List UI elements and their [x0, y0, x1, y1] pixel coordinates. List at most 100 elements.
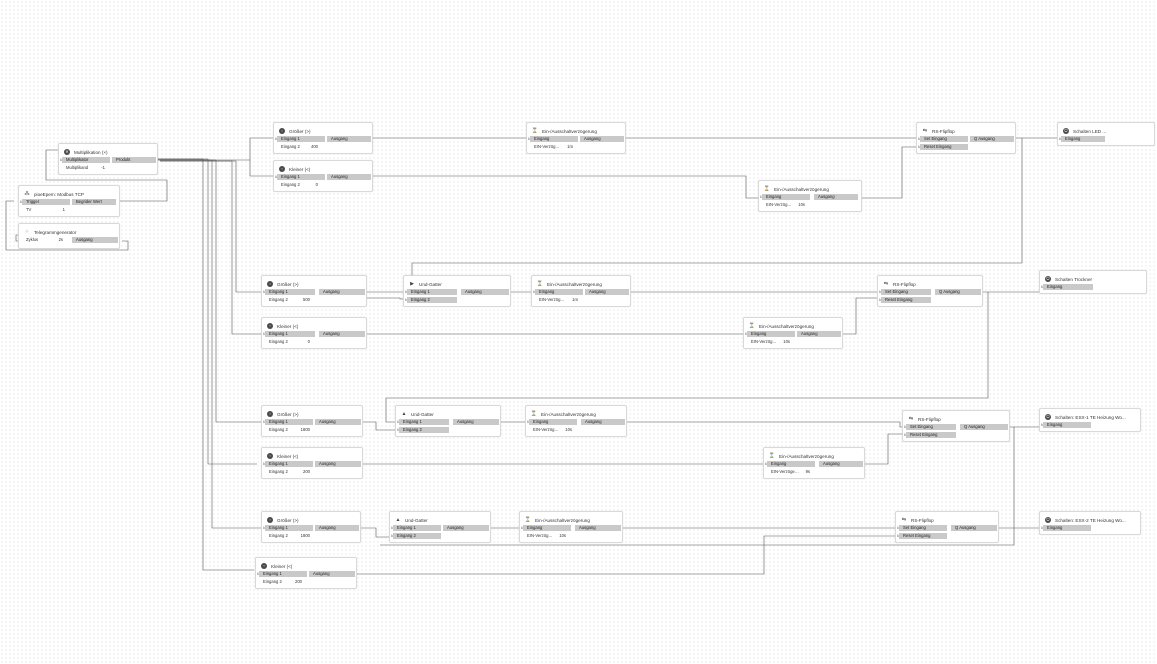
node-switch[interactable]: ⏻Schalten LED ... ⊳Eingang	[1057, 122, 1155, 146]
input-port[interactable]: Eingang	[535, 289, 583, 295]
node-delay[interactable]: ⌛Ein-/Ausschaltverzögerung ⊳EingangAusga…	[519, 511, 623, 543]
input-port[interactable]: Eingang 1	[277, 136, 325, 142]
output-port[interactable]: Begrider Wert	[72, 199, 116, 205]
input-port[interactable]: Eingang 2	[269, 339, 288, 344]
output-port[interactable]: Ausgang	[585, 289, 629, 295]
input-port[interactable]: Eingang 1	[393, 525, 441, 531]
input-port[interactable]: Reset Eingang	[899, 533, 947, 539]
input-port[interactable]: Eingang	[1043, 284, 1093, 290]
output-port[interactable]: Ausgang	[315, 419, 361, 425]
node-delay[interactable]: ⌛Ein-/Ausschaltverzögerung ⊳EingangAusga…	[763, 447, 865, 479]
node-switch[interactable]: ⏻Schalten Trockner ⊳Eingang	[1039, 270, 1147, 294]
output-port[interactable]: Q Ausgang	[951, 525, 997, 531]
output-port[interactable]: Ausgang	[443, 525, 489, 531]
input-port[interactable]: Zyklus	[26, 237, 39, 242]
output-port[interactable]: Ausgang	[575, 525, 621, 531]
input-port[interactable]: Set Eingang	[906, 424, 956, 430]
input-port[interactable]: Reset Eingang	[906, 432, 956, 438]
input-port[interactable]: Eingang	[523, 525, 571, 531]
input-port[interactable]: EIN-Verzög…	[539, 297, 565, 302]
input-port[interactable]: Eingang	[767, 461, 815, 467]
output-port[interactable]: Ausgang	[309, 571, 355, 577]
input-port[interactable]: Eingang 1	[399, 419, 449, 425]
output-port[interactable]: Ausgang	[797, 331, 841, 337]
input-port[interactable]: Multiplikand	[66, 165, 89, 170]
input-port[interactable]: Eingang	[529, 419, 577, 425]
input-port[interactable]: Eingang	[762, 194, 810, 200]
output-port[interactable]: Ausgang	[580, 136, 624, 142]
node-delay[interactable]: ⌛Ein-/Ausschaltverzögerung ⊳EingangAusga…	[531, 275, 631, 307]
input-port[interactable]: TV	[26, 207, 32, 212]
input-port[interactable]: Eingang 2	[407, 297, 457, 303]
node-multiplication[interactable]: ✕Multiplikation (×) ⊳MultiplikatorProduk…	[58, 143, 158, 175]
input-port[interactable]: Set Eingang	[899, 525, 947, 531]
input-port[interactable]: Eingang 2	[281, 144, 300, 149]
output-port[interactable]: Ausgang	[319, 289, 365, 295]
input-port[interactable]: EIN-Verzög…	[533, 427, 559, 432]
input-port[interactable]: Set Eingang	[920, 136, 968, 142]
input-port[interactable]: Eingang 1	[265, 461, 313, 467]
input-port[interactable]: Eingang 2	[263, 579, 282, 584]
input-port[interactable]: EIN-Verzög…	[766, 202, 792, 207]
input-port[interactable]: Set Eingang	[881, 289, 931, 295]
input-port[interactable]: Eingang	[1061, 136, 1105, 142]
node-delay[interactable]: ⌛Ein-/Ausschaltverzögerung ⊳EingangAusga…	[758, 180, 862, 212]
input-port[interactable]: Eingang 1	[265, 419, 313, 425]
input-port[interactable]: Eingang 2	[269, 297, 288, 302]
output-port[interactable]: Ausgang	[327, 174, 371, 180]
input-port[interactable]: Eingang 2	[281, 182, 300, 187]
input-port[interactable]: Multiplikator	[62, 157, 110, 163]
input-port[interactable]: Reset Eingang	[920, 144, 968, 150]
input-port[interactable]: Eingang 1	[265, 331, 315, 337]
node-delay[interactable]: ⌛Ein-/Ausschaltverzögerung ⊳EingangAusga…	[526, 122, 626, 154]
output-port[interactable]: Ausgang	[453, 419, 499, 425]
output-port[interactable]: Ausgang	[315, 525, 359, 531]
input-port[interactable]: Eingang 1	[407, 289, 457, 295]
input-port[interactable]: Eingang	[1043, 422, 1091, 428]
input-port[interactable]: Eingang 1	[277, 174, 325, 180]
input-port[interactable]: Eingang 2	[269, 533, 288, 538]
input-port[interactable]: Eingang 2	[399, 427, 449, 433]
output-port[interactable]: Ausgang	[461, 289, 509, 295]
output-port[interactable]: Ausgang	[814, 194, 858, 200]
output-port[interactable]: Produkt	[112, 157, 156, 163]
output-port[interactable]: Ausgang	[72, 237, 118, 243]
output-port[interactable]: Ausgang	[581, 419, 625, 425]
output-port[interactable]: Ausgang	[319, 331, 365, 337]
input-port[interactable]: Eingang 2	[393, 533, 441, 539]
input-port[interactable]: Reset Eingang	[881, 297, 931, 303]
input-port[interactable]: Eingang	[1043, 525, 1091, 531]
input-port[interactable]: Eingang 2	[269, 427, 288, 432]
input-port[interactable]: Eingang	[530, 136, 578, 142]
node-delay[interactable]: ⌛Ein-/Ausschaltverzögerung ⊳EingangAusga…	[743, 317, 843, 349]
input-port[interactable]: EIN-Verzög…	[527, 533, 553, 538]
node-switch[interactable]: ⏻Schalten: ESX-1 TE Heizung Wo... ⊳Einga…	[1039, 408, 1141, 432]
output-port[interactable]: Q Ausgang	[970, 136, 1014, 142]
input-port[interactable]: Eingang 1	[259, 571, 307, 577]
output-port[interactable]: Q Ausgang	[960, 424, 1008, 430]
node-delay[interactable]: ⌛Ein-/Ausschaltverzögerung ⊳EingangAusga…	[525, 405, 627, 437]
output-port[interactable]: Ausgang	[315, 461, 361, 467]
input-port[interactable]: EIN-Verzög…	[751, 339, 777, 344]
input-port[interactable]: Eingang 1	[265, 289, 315, 295]
input-port[interactable]: Eingang	[747, 331, 795, 337]
input-port[interactable]: Eingang 2	[269, 469, 288, 474]
output-port[interactable]: Ausgang	[327, 136, 371, 142]
